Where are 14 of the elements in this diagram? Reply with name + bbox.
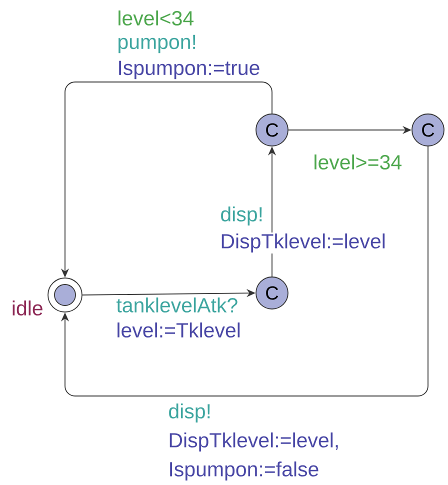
edge-label: tanklevelAtk?	[116, 297, 238, 313]
initial-location-circle	[48, 278, 82, 312]
edge-label: level>=34	[314, 154, 402, 170]
edge-label: disp!	[221, 206, 262, 226]
sync-text: pumpon!	[118, 34, 196, 54]
update-text: Ispumpon:=true	[119, 60, 260, 80]
edge-label: disp!	[169, 403, 210, 423]
update-text: level:=Tklevel	[118, 322, 240, 338]
location-name: idle	[12, 300, 42, 316]
update-text: Ispumpon:=false	[170, 461, 318, 481]
update-text: DispTklevel:=level	[222, 233, 385, 253]
edge-label: level<34	[118, 10, 194, 26]
arrow	[60, 146, 428, 396]
update-text: DispTklevel:=level,	[170, 432, 338, 452]
